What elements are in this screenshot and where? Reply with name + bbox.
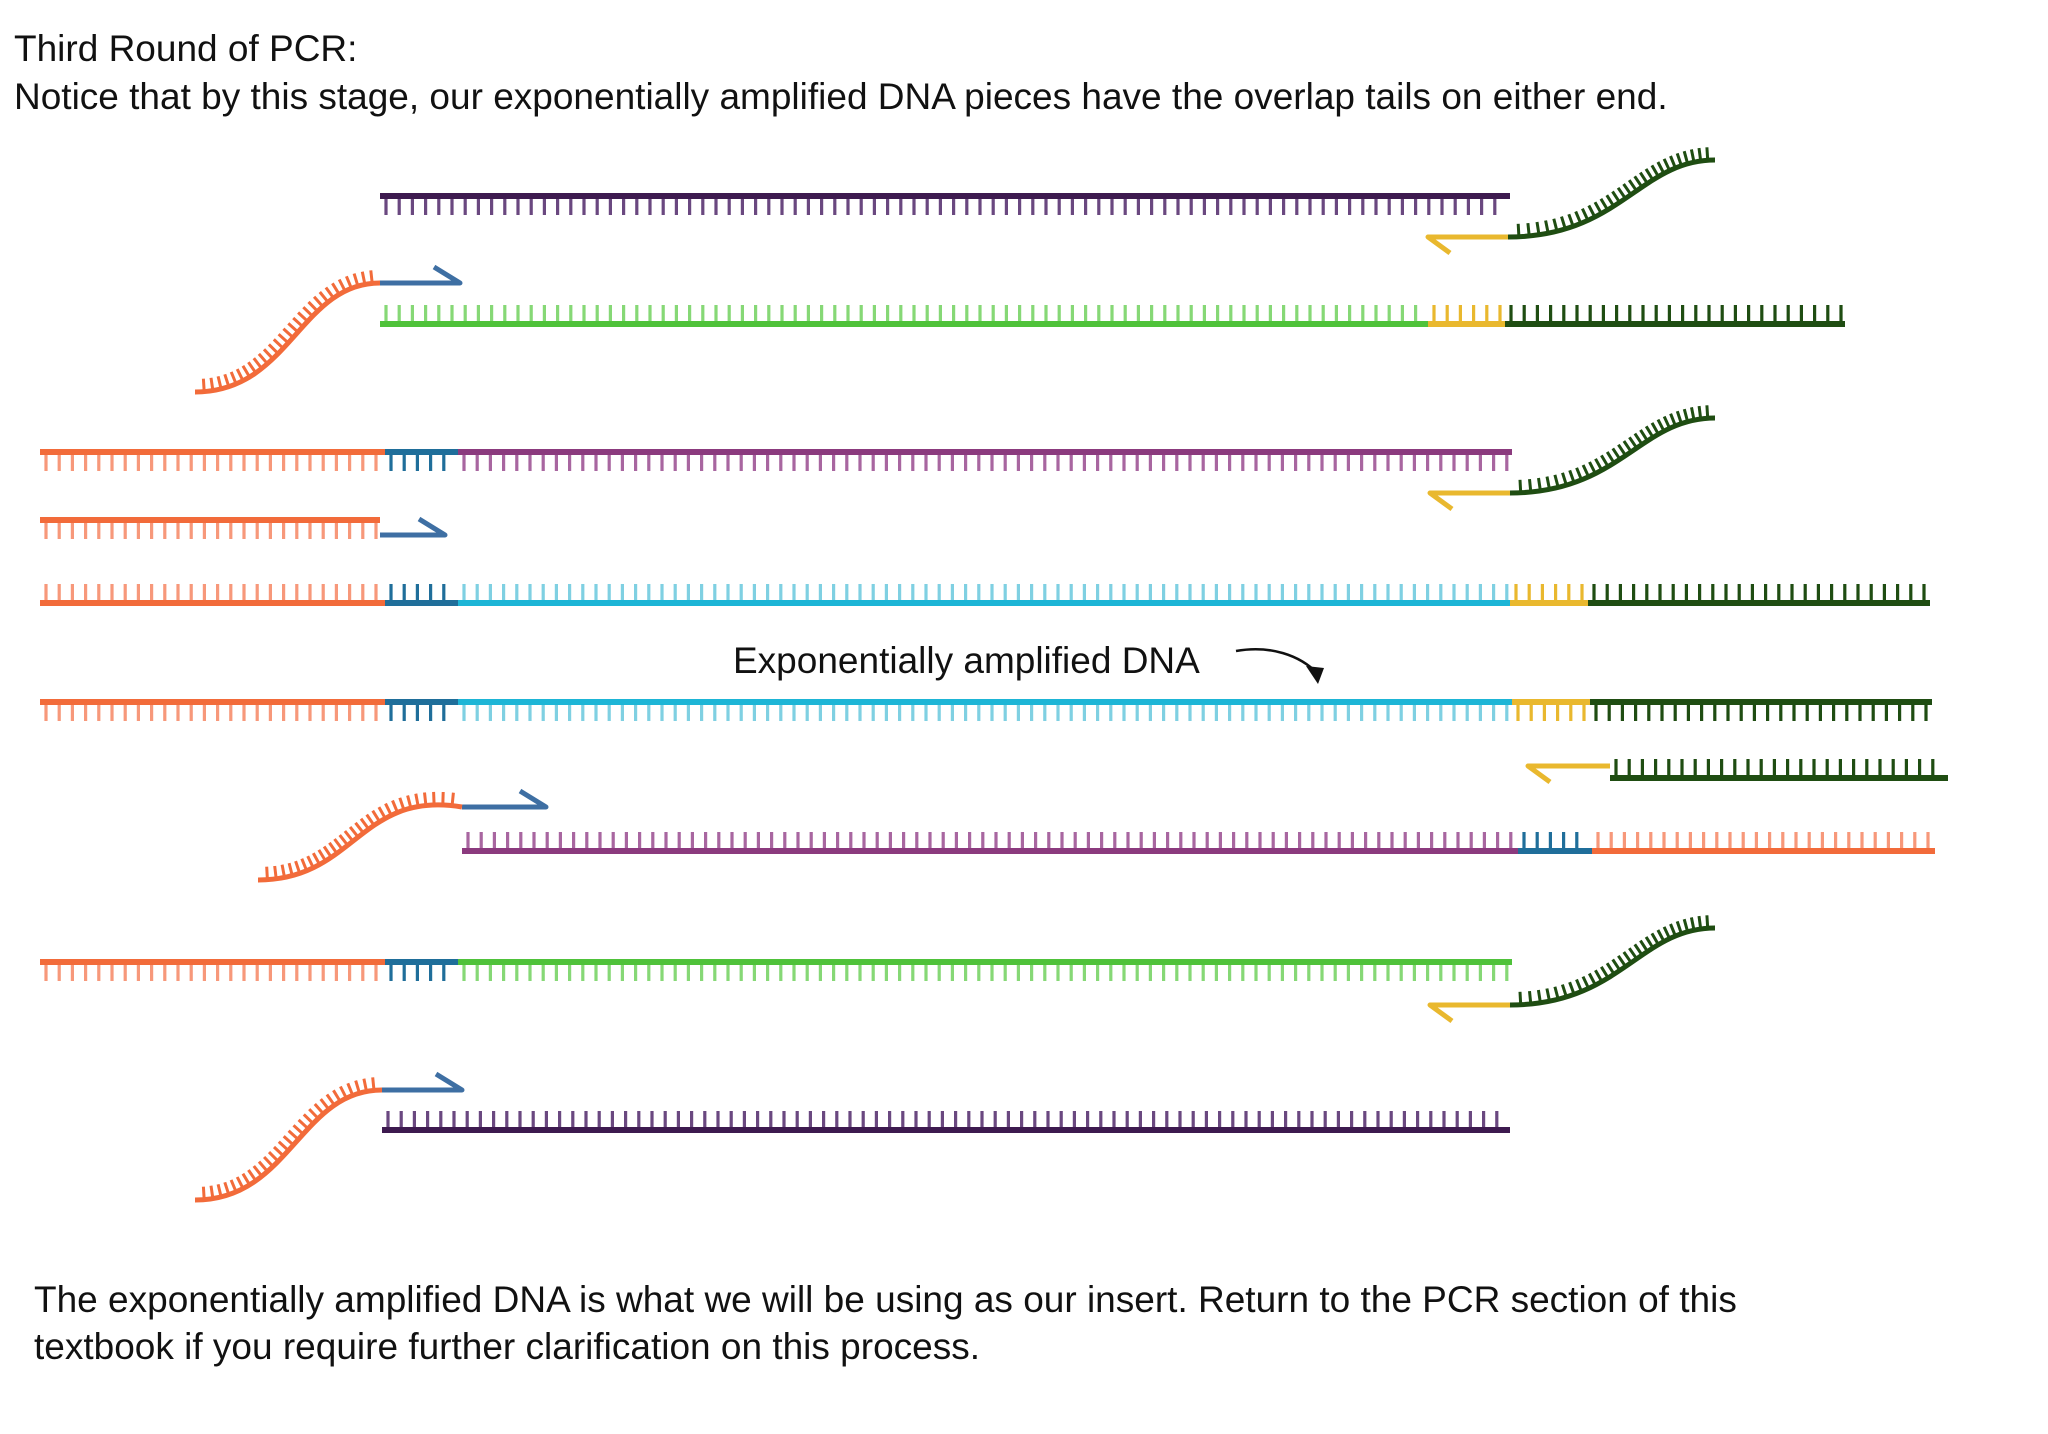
b2-green-tail-backbone — [1509, 415, 1716, 496]
b2-bottom-strand-seg2-bases — [462, 584, 1509, 600]
footer-text-line-2: textbook if you require further clarific… — [34, 1326, 981, 1367]
b4-orange-tail-bases — [201, 1077, 376, 1200]
b1-orange-tail-backbone — [194, 280, 381, 395]
b3-top-strand-seg2-bases — [462, 705, 1509, 721]
b4-orange-tail-backbone — [194, 1087, 383, 1203]
b1-green-tail-bases — [1516, 147, 1710, 237]
b4-top-strand-seg0-bases — [44, 965, 378, 981]
page-title: Third Round of PCR: — [14, 28, 358, 69]
block-1 — [194, 147, 1845, 395]
b3-top-strand-seg0-bases — [44, 705, 378, 721]
b1-top-strand-bases — [384, 199, 1497, 215]
b3-green-overhang-bases — [1614, 759, 1935, 775]
b3-orange-tail-bases — [265, 791, 455, 880]
block-3 — [40, 648, 1948, 883]
b3-forward-primer — [462, 788, 549, 810]
b3-orange-tail-backbone — [257, 802, 463, 883]
b2-bottom-strand-seg3-bases — [1514, 584, 1584, 600]
b3-bottom-strand-seg1-bases — [1522, 832, 1579, 848]
b4-top-strand-seg2-bases — [462, 965, 1509, 981]
b1-forward-primer — [380, 264, 463, 286]
b3-top-strand-seg3-bases — [1516, 705, 1586, 721]
b4-top-strand-seg1-bases — [389, 965, 446, 981]
b4-forward-primer — [382, 1071, 465, 1093]
b2-green-tail-bases — [1518, 405, 1710, 493]
b2-top-strand-seg1-bases — [389, 455, 446, 471]
b1-reverse-primer — [1425, 234, 1508, 256]
footer-text-line-1: The exponentially amplified DNA is what … — [34, 1279, 1737, 1320]
b4-green-tail-bases — [1518, 915, 1710, 1005]
b2-bottom-strand-seg0-bases — [44, 584, 378, 600]
b3-top-strand-seg4-bases — [1594, 705, 1928, 721]
b1-bottom-strand-seg1-bases — [1432, 305, 1502, 321]
block-4 — [40, 915, 1716, 1203]
amplified-dna-arrow — [1235, 648, 1319, 675]
amplified-dna-arrowhead — [1306, 666, 1324, 684]
b2-top-strand-seg2-bases — [462, 455, 1509, 471]
b2-forward-primer — [380, 516, 448, 538]
b4-reverse-primer — [1427, 1002, 1510, 1024]
b2-top-strand-seg0-bases — [44, 455, 378, 471]
block-2 — [40, 405, 1930, 606]
b4-bottom-strand-bases — [386, 1111, 1499, 1127]
exponentially-amplified-dna-label: Exponentially amplified DNA — [733, 640, 1200, 681]
b3-top-strand-seg1-bases — [389, 705, 446, 721]
b2-bottom-strand-seg4-bases — [1592, 584, 1926, 600]
b3-reverse-primer — [1525, 763, 1610, 785]
b2-bottom-strand-seg1-bases — [389, 584, 446, 600]
b1-bottom-strand-seg2-bases — [1509, 305, 1843, 321]
b1-orange-tail-bases — [201, 270, 374, 392]
b2-reverse-primer — [1427, 490, 1510, 512]
b4-green-tail-backbone — [1509, 925, 1716, 1008]
b2-new-orange-strand-bases — [44, 523, 378, 539]
b3-bottom-strand-seg2-bases — [1596, 832, 1930, 848]
b1-bottom-strand-seg0-bases — [384, 305, 1418, 321]
b3-bottom-strand-seg0-bases — [466, 832, 1513, 848]
page-subtitle: Notice that by this stage, our exponenti… — [14, 76, 1668, 117]
